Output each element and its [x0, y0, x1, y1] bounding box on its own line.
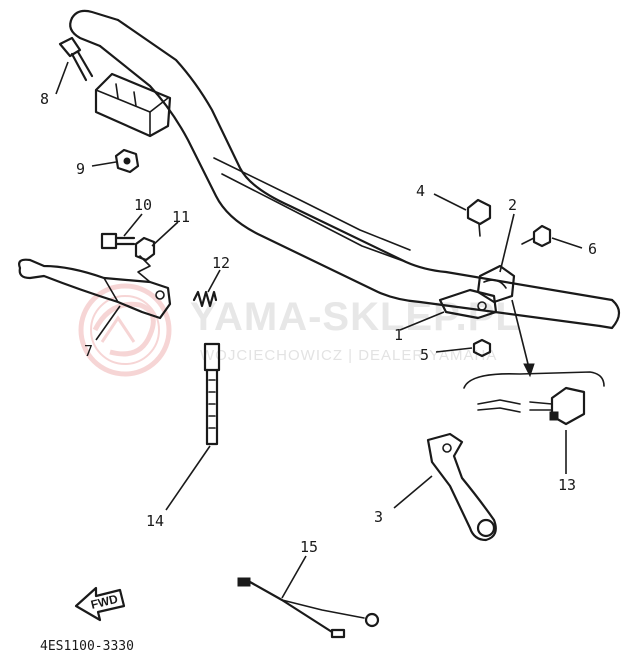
- watermark: YAMA-SKLEP.PL WOJCIECHOWICZ | DEALER YAM…: [78, 283, 521, 377]
- part-8-bolt: [58, 36, 94, 82]
- callouts: 8 9 10 11 12 7 14 1 2 4 5 6 13 3 15: [40, 90, 597, 556]
- part-12-spring: [192, 290, 218, 308]
- handlebar: [69, 9, 621, 330]
- part-7-lever: [18, 255, 172, 320]
- callout-7: 7: [84, 342, 93, 360]
- callout-1: 1: [394, 326, 403, 344]
- callout-4: 4: [416, 182, 425, 200]
- callout-5: 5: [420, 346, 429, 364]
- fwd-arrow-icon: FWD: [74, 586, 126, 622]
- part-2-clamp: [476, 264, 516, 304]
- part-5-nut: [472, 338, 492, 358]
- part-14-band: [203, 342, 221, 446]
- callout-3: 3: [374, 508, 383, 526]
- callout-6: 6: [588, 240, 597, 258]
- callout-8: 8: [40, 90, 49, 108]
- part-13-switch: [463, 371, 605, 426]
- callout-12: 12: [212, 254, 230, 272]
- part-11-nut: [134, 236, 156, 262]
- fwd-label: FWD: [89, 592, 119, 612]
- part-4-bolt: [466, 198, 492, 237]
- part-6-screw: [521, 224, 552, 248]
- part-15-lead: [237, 577, 380, 639]
- callout-2: 2: [508, 196, 517, 214]
- callout-13: 13: [558, 476, 576, 494]
- part-3-lever: [426, 432, 497, 542]
- callout-10: 10: [134, 196, 152, 214]
- leader-lines: [55, 61, 583, 599]
- callout-15: 15: [300, 538, 318, 556]
- watermark-tagline: WOJCIECHOWICZ | DEALER YAMAHA: [200, 347, 497, 364]
- part-9-nut: [114, 148, 140, 174]
- callout-9: 9: [76, 160, 85, 178]
- callout-14: 14: [146, 512, 164, 530]
- callout-11: 11: [172, 208, 190, 226]
- part-10-screw: [100, 232, 136, 250]
- part-1-holder: [438, 288, 498, 320]
- watermark-brand: YAMA-SKLEP.PL: [190, 295, 521, 339]
- watermark-logo-icon: [78, 283, 172, 377]
- diagram-code: 4ES1100-3330: [40, 639, 134, 654]
